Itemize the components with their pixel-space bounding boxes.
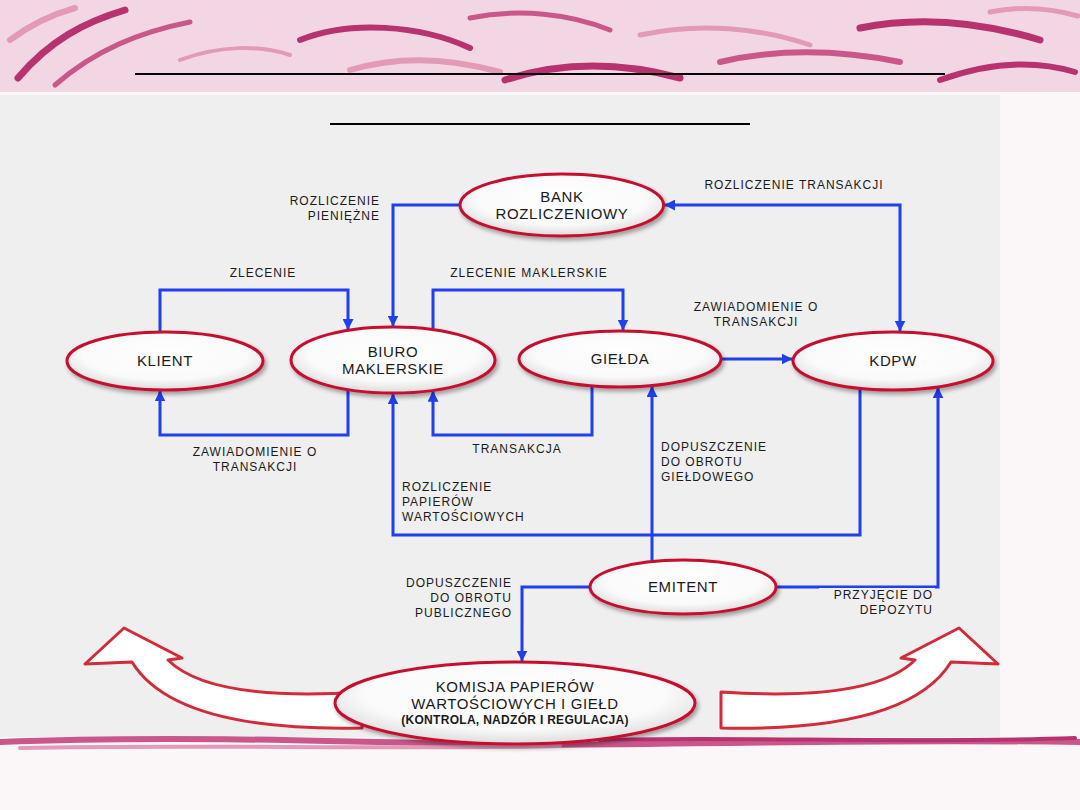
node-title: BANK ROZLICZENIOWY	[494, 188, 629, 223]
node-title: GIEŁDA	[591, 350, 650, 367]
diagram-ground	[0, 95, 1000, 737]
edge-label: DOPUSZCZENIE DO OBROTU PUBLICZNEGO	[385, 576, 514, 621]
ellipse-node: KDPW	[791, 330, 995, 392]
subtitle-rule	[330, 123, 750, 125]
node-title: EMITENT	[648, 578, 718, 595]
flow-arrow	[522, 587, 589, 661]
header-swirls	[10, 8, 1078, 85]
node-title: KLIENT	[137, 352, 193, 369]
header-band	[0, 0, 1080, 92]
title-rule	[135, 73, 945, 75]
node-title: KOMISJA PAPIERÓW WARTOŚCIOWYCH I GIEŁD	[390, 678, 640, 713]
node-subtitle: (KONTROLA, NADZÓR I REGULACJA)	[401, 714, 629, 728]
edge-label: ROZLICZENIE TRANSAKCJI	[687, 178, 901, 193]
edge-label: ZLECENIE MAKLERSKIE	[427, 266, 631, 281]
edge-label: ZAWIADOMIENIE O TRANSAKCJI	[684, 300, 828, 330]
flow-arrow	[433, 290, 623, 330]
flow-arrow	[651, 387, 654, 561]
ellipse-node: KLIENT	[65, 330, 265, 392]
ellipse-node: BANK ROZLICZENIOWY	[458, 172, 666, 238]
flow-arrow	[433, 387, 592, 435]
edge-label: ROZLICZENIE PIENIĘŻNE	[263, 194, 382, 224]
edge-label: DOPUSZCZENIE DO OBROTU GIEŁDOWEGO	[659, 440, 785, 485]
edge-label: ROZLICZENIE PAPIERÓW WARTOŚCIOWYCH	[400, 480, 539, 525]
ellipse-node: KOMISJA PAPIERÓW WARTOŚCIOWYCH I GIEŁD(K…	[333, 660, 697, 746]
flow-arrow	[777, 388, 938, 587]
ellipse-node: EMITENT	[588, 558, 778, 616]
flow-arrow	[160, 290, 348, 331]
edge-label: TRANSAKCJA	[460, 442, 574, 457]
edge-label: PRZYJĘCIE DO DEPOZYTU	[819, 588, 935, 618]
flow-arrow	[393, 389, 860, 535]
ellipse-node: GIEŁDA	[517, 329, 723, 389]
edge-label: ZAWIADOMIENIE O TRANSAKCJI	[186, 445, 325, 475]
flow-arrow	[722, 358, 792, 361]
curved-arrow-right	[721, 628, 998, 728]
node-title: BIURO MAKLERSKIE	[326, 343, 461, 378]
ellipse-node: BIURO MAKLERSKIE	[289, 325, 497, 395]
edge-label: ZLECENIE	[206, 266, 320, 281]
node-title: KDPW	[869, 352, 916, 369]
flow-arrow	[665, 205, 900, 331]
flow-arrow	[160, 391, 348, 435]
curved-arrow-left	[85, 628, 362, 728]
